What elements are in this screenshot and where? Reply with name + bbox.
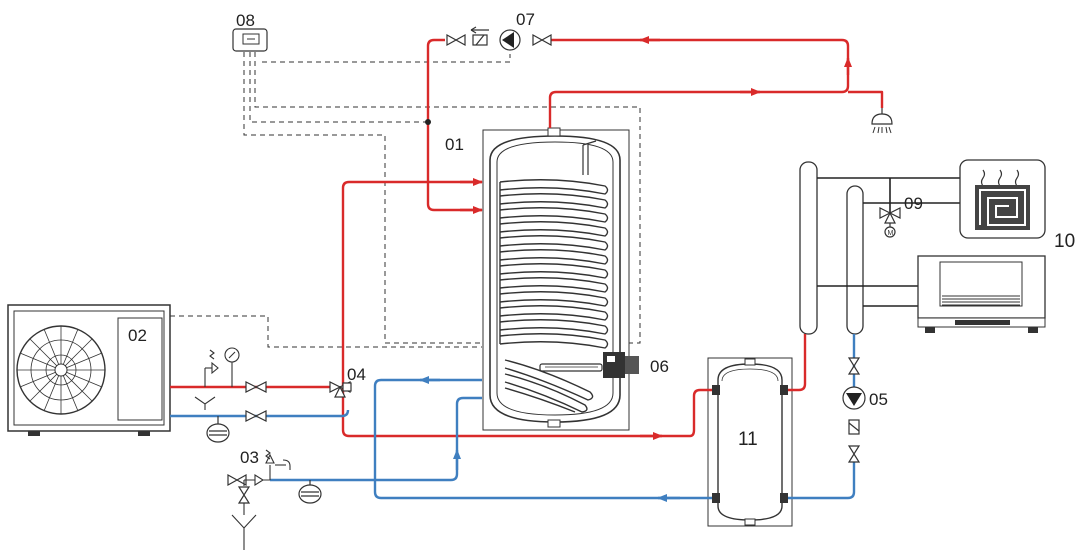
junction-dot <box>425 119 431 125</box>
buffer-supply-pipe <box>341 387 712 438</box>
expansion-vessel-icon <box>206 416 322 504</box>
dhw-outlet-pipe <box>545 38 850 128</box>
storage-tank-with-coil-icon <box>482 127 630 431</box>
buffer-to-manifold-pipe <box>788 334 807 392</box>
ball-valve-icon <box>245 410 267 422</box>
mixing-valve-icon: M <box>879 207 901 238</box>
label-08-controller: 08 <box>236 11 255 30</box>
signal-wire-tank-sensor <box>243 52 641 344</box>
valves <box>227 33 861 504</box>
shower-head-icon <box>871 108 893 134</box>
label-01-storage-tank: 01 <box>445 135 464 154</box>
cold-water-inlet-pipe <box>270 396 482 482</box>
label-09-mixing-valve: 09 <box>904 194 923 213</box>
signal-wire-main <box>254 52 641 130</box>
safety-group-icon <box>194 347 240 410</box>
hot-flow-arrows <box>460 36 852 440</box>
label-06-heater: 06 <box>650 357 669 376</box>
electric-heater-icon <box>603 352 639 378</box>
filling-valve-group-icon <box>231 449 291 550</box>
signal-wire-pump07 <box>262 54 511 63</box>
buffer-tank-icon <box>707 357 793 527</box>
ball-valve-icon <box>237 486 251 504</box>
ball-valve-icon <box>847 357 861 375</box>
signal-wires <box>170 52 641 348</box>
hp-return-pipe <box>170 409 350 418</box>
hot-pipes <box>170 38 884 438</box>
check-valve-icon <box>470 26 860 435</box>
label-10-fan-coil: 10 <box>1054 231 1076 252</box>
manifold-return-pipe <box>788 462 856 500</box>
buffer-return-pipe <box>373 416 712 500</box>
label-02-heat-pump: 02 <box>128 326 147 345</box>
label-04-three-way-valve: 04 <box>347 365 366 384</box>
cold-flow-arrows <box>419 376 680 502</box>
controller-icon <box>232 28 268 52</box>
heat-pump-outdoor-unit-icon <box>7 304 171 436</box>
svg-text:M: M <box>888 230 894 237</box>
ball-valve-icon <box>532 33 552 47</box>
coil-return-pipe <box>373 378 482 416</box>
fan-coil-unit-icon <box>917 255 1046 333</box>
ball-valve-icon <box>227 473 247 487</box>
recirc-return-pipe <box>426 38 482 212</box>
distribution-manifold-icon <box>799 161 864 335</box>
three-way-valve-icon <box>329 381 352 398</box>
label-11-buffer-tank: 11 <box>738 429 758 450</box>
circulation-pump-icon <box>842 386 866 410</box>
label-07-recirc-pump: 07 <box>516 10 535 29</box>
ball-valve-icon <box>245 381 267 393</box>
label-03-filling-group: 03 <box>240 448 259 467</box>
recirculation-pump-icon <box>499 29 521 51</box>
coil-supply-pipe <box>341 180 482 387</box>
underfloor-heating-icon <box>959 159 1046 239</box>
signal-wire-heatpump <box>170 315 482 348</box>
shower-pipe <box>848 90 884 108</box>
ball-valve-icon <box>847 445 861 463</box>
ball-valve-icon <box>446 33 466 47</box>
manifold-pipes <box>817 177 960 307</box>
label-05-pump: 05 <box>869 390 888 409</box>
